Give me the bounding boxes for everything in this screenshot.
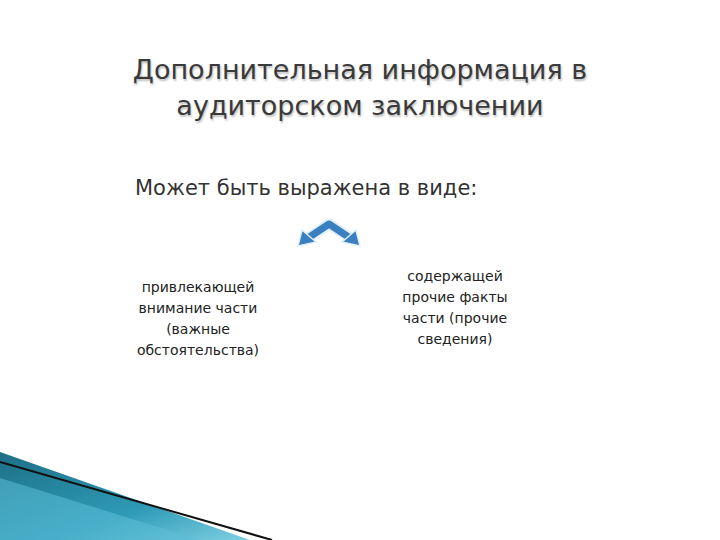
corner-line (0, 462, 272, 540)
slide-title: Дополнительная информация в аудиторском … (100, 52, 620, 124)
corner-wedge-light (0, 478, 200, 540)
corner-wedge (0, 452, 250, 540)
subtitle: Может быть выражена в виде: (135, 174, 595, 202)
split-arrow-icon (298, 224, 360, 246)
branch-text: привлекающей внимание части (важные обст… (120, 277, 276, 361)
branch-text: содержащей прочие факты части (прочие св… (392, 266, 518, 350)
